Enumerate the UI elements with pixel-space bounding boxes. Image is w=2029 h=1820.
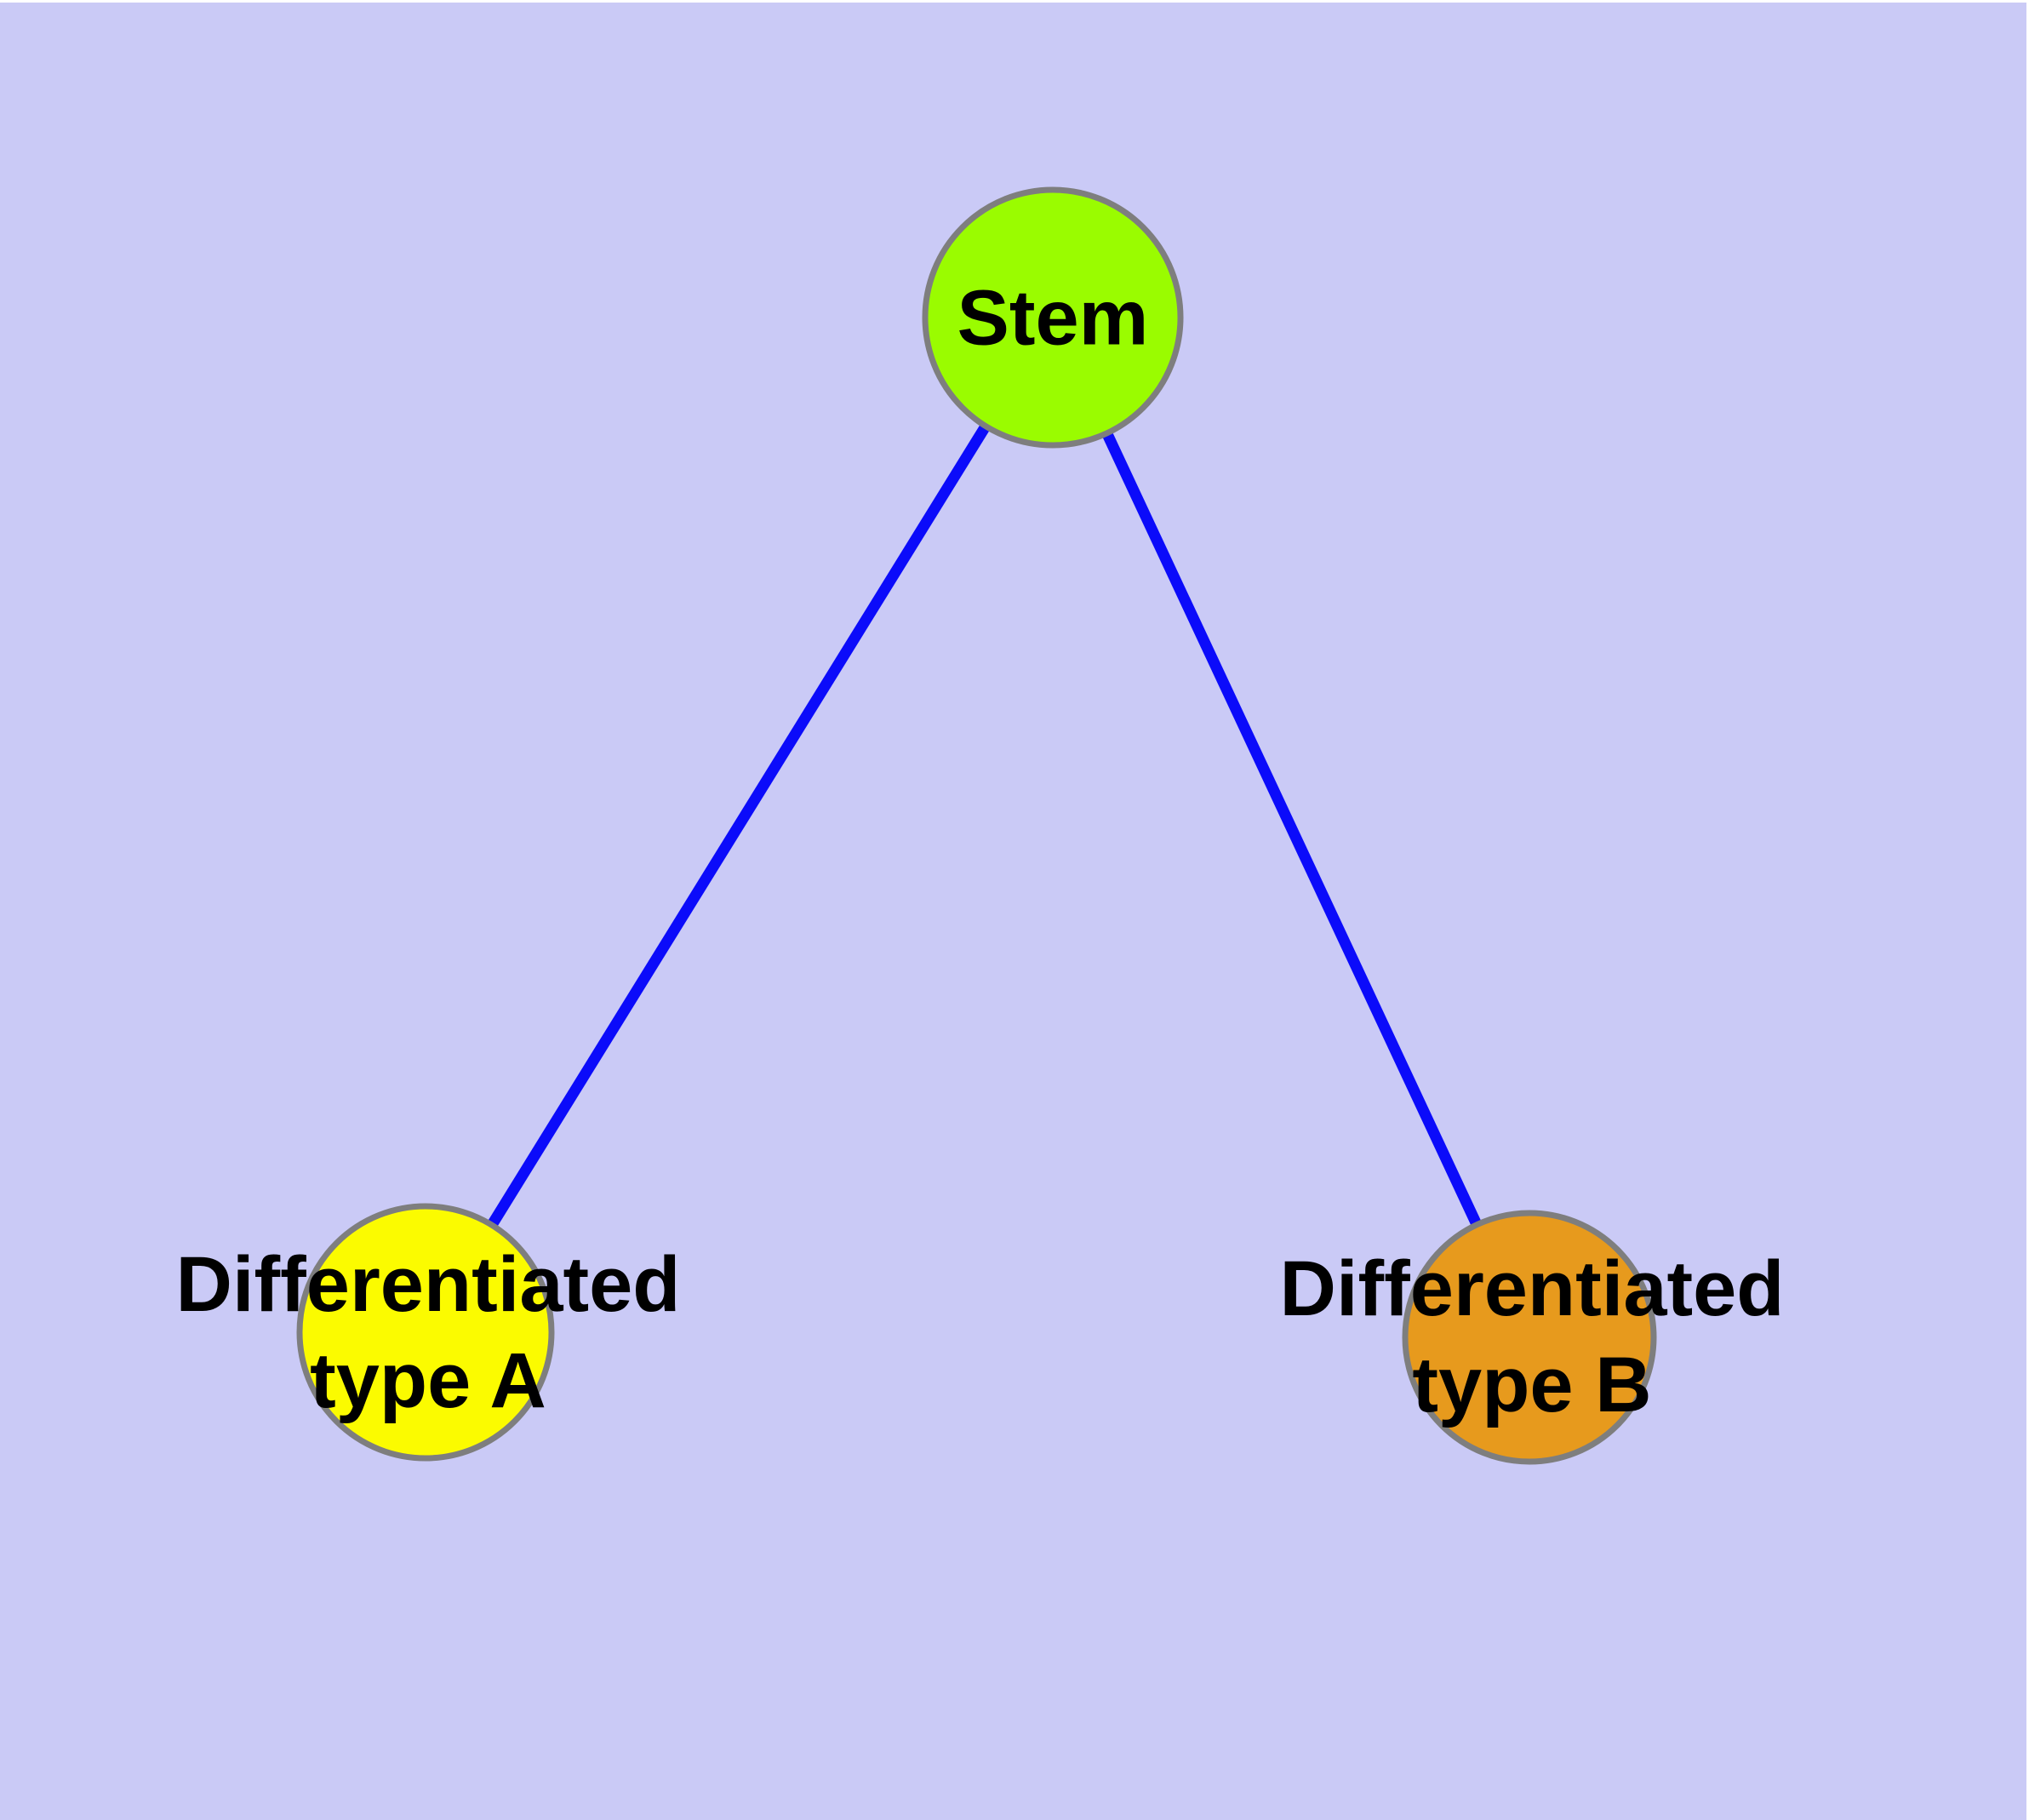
node-stem bbox=[922, 186, 1184, 449]
edge-stem-to-type-a bbox=[420, 314, 1058, 1336]
node-differentiated-type-b bbox=[1402, 1210, 1657, 1465]
node-differentiated-type-a bbox=[296, 1203, 555, 1462]
edge-stem-to-type-b bbox=[1048, 315, 1535, 1340]
